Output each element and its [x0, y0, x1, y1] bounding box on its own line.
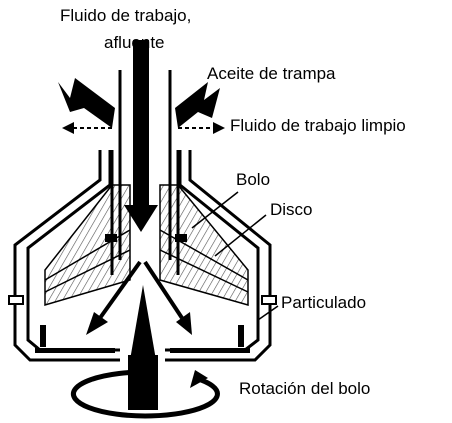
side-clips — [8, 295, 277, 305]
trap-oil-arrows — [58, 78, 220, 128]
bowl-rotation-label: Rotación del bolo — [239, 379, 371, 398]
clean-fluid-label: Fluido de trabajo limpio — [230, 116, 406, 135]
rotation-arrow — [70, 369, 220, 419]
particulate-label: Particulado — [281, 293, 367, 312]
bowl-label: Bolo — [236, 170, 271, 189]
internal-flow-arrows — [86, 260, 192, 335]
rotation-arrowhead — [190, 370, 208, 388]
trap-oil-label: Aceite de trampa — [207, 64, 336, 83]
inlet-label-line1: Fluido de trabajo, — [60, 6, 192, 25]
inlet-tube — [110, 70, 180, 275]
leader-lines — [191, 191, 279, 321]
spindle — [128, 285, 158, 410]
bowl-floor — [35, 325, 250, 353]
clean-fluid-arrowheads — [62, 122, 225, 134]
inlet-label-line2: afluente — [104, 33, 165, 52]
disc-stack-right — [159, 184, 249, 306]
disc-label: Disco — [270, 200, 313, 219]
feed-arrow — [124, 40, 158, 232]
